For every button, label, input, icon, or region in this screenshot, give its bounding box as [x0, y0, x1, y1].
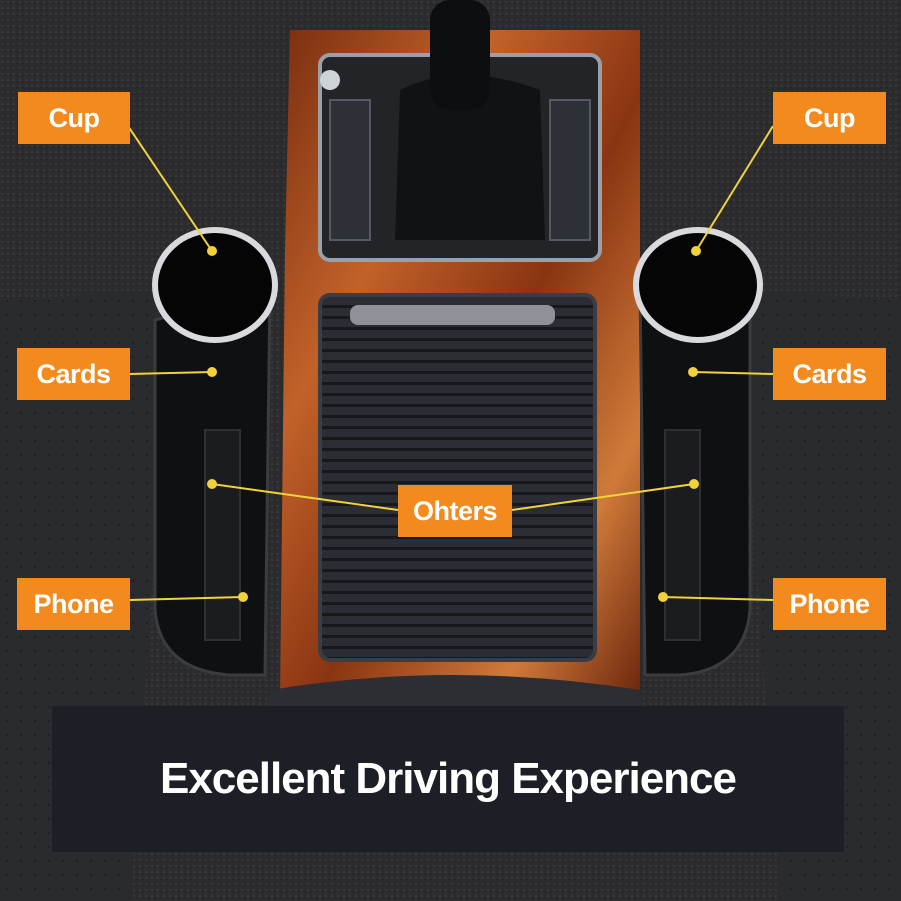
tagline-banner: Excellent Driving Experience	[52, 706, 844, 852]
label-cards-right: Cards	[773, 348, 886, 400]
label-cup-left: Cup	[18, 92, 130, 144]
label-phone-left: Phone	[17, 578, 130, 630]
gear-boot	[395, 75, 545, 240]
callout-line-others-left	[211, 483, 399, 511]
label-others: Ohters	[398, 485, 512, 537]
callout-line-others-right	[511, 483, 695, 511]
gear-stick	[430, 0, 490, 110]
callout-line-cup-left	[127, 125, 213, 252]
callout-line-phone-left	[129, 596, 244, 601]
callout-line-cards-right	[692, 371, 774, 375]
label-phone-right: Phone	[773, 578, 886, 630]
callout-line-cards-left	[129, 371, 213, 375]
right-cup-holder	[633, 227, 763, 343]
left-cup-holder	[152, 227, 278, 343]
callout-line-cup-right	[695, 125, 774, 252]
label-cup-right: Cup	[773, 92, 886, 144]
tagline-text: Excellent Driving Experience	[159, 754, 737, 803]
tambour-cover	[318, 293, 597, 662]
callout-line-phone-right	[662, 596, 774, 601]
label-cards-left: Cards	[17, 348, 130, 400]
